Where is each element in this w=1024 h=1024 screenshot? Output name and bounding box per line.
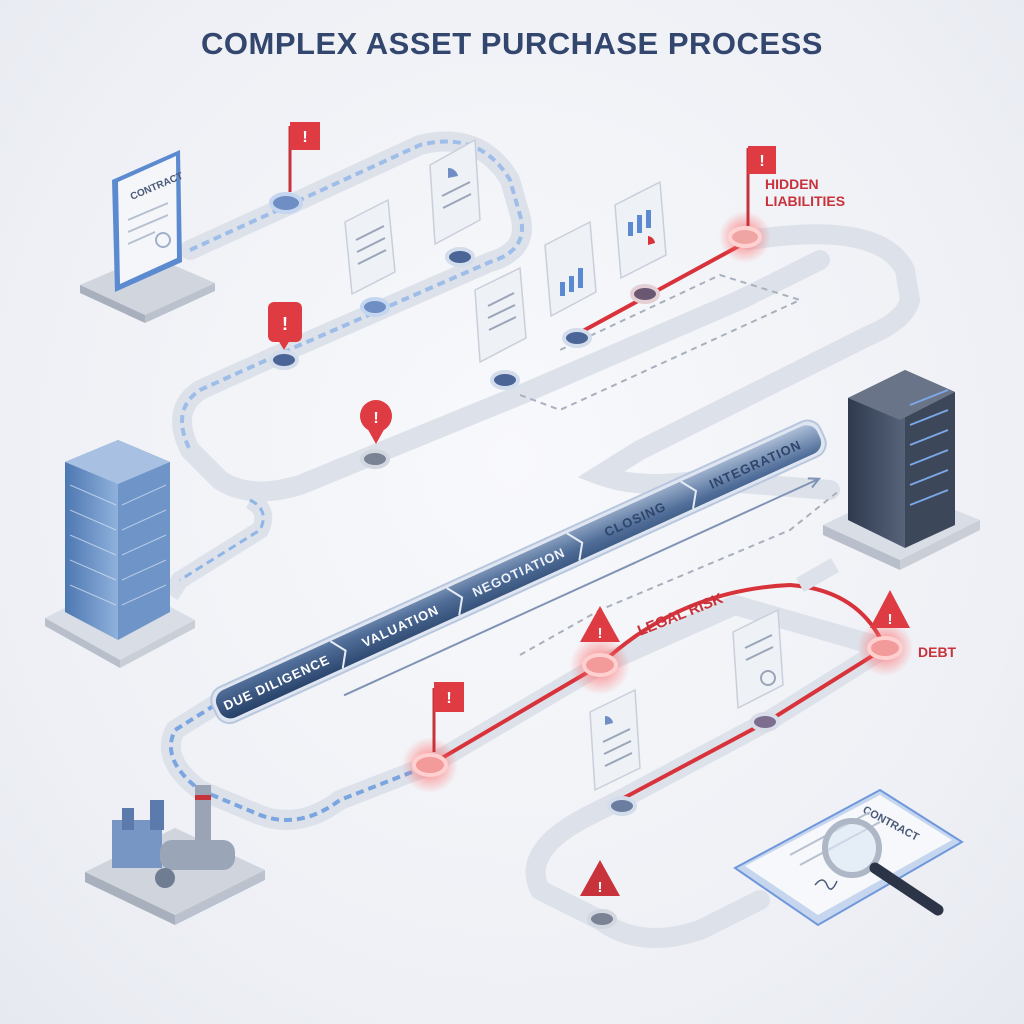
svg-text:!: !	[282, 314, 288, 334]
alert-pin-icon: !	[360, 400, 392, 444]
node	[269, 192, 303, 214]
node	[360, 297, 390, 317]
factory-icon	[85, 785, 265, 925]
node	[607, 796, 637, 816]
magnifier-icon	[822, 818, 944, 916]
top-contract-icon: CONTRACT	[80, 150, 215, 323]
alert-bubble-icon: !	[268, 302, 302, 350]
path-network	[161, 131, 921, 948]
document-icon	[344, 198, 396, 296]
svg-text:!: !	[373, 410, 378, 427]
node-risk	[719, 211, 771, 263]
timeline-arrow	[343, 478, 818, 697]
warning-icon: !	[870, 590, 910, 628]
warning-icon: !	[580, 860, 620, 896]
debt-label: DEBT	[918, 644, 957, 660]
node-risk	[402, 737, 458, 793]
certificate-document-icon	[732, 608, 784, 710]
flag-icon: !	[746, 146, 776, 226]
svg-text:!: !	[598, 879, 603, 896]
page-title: COMPLEX ASSET PURCHASE PROCESS	[201, 26, 823, 61]
flag-icon: !	[288, 122, 320, 192]
server-rack-icon	[823, 370, 980, 570]
node	[587, 909, 617, 929]
warning-icon: !	[580, 606, 620, 642]
document-icon	[589, 688, 641, 792]
node	[490, 370, 520, 390]
svg-text:!: !	[888, 611, 893, 628]
document-icon	[474, 266, 527, 364]
node-risk	[570, 635, 630, 695]
chart-document-icon	[614, 180, 667, 280]
node	[562, 328, 592, 348]
stage-separators	[329, 480, 698, 669]
hidden-liabilities-label: HIDDEN LIABILITIES	[765, 176, 845, 210]
office-building-icon	[45, 440, 195, 668]
hidden-liabilities-line2: LIABILITIES	[765, 193, 846, 209]
chart-document-icon	[544, 220, 597, 318]
node	[445, 247, 475, 267]
node	[750, 712, 780, 732]
node-risk	[857, 620, 913, 676]
node	[360, 449, 390, 469]
report-document-icon	[429, 138, 481, 246]
flag-icon: !	[432, 682, 464, 752]
svg-text:!: !	[598, 625, 603, 642]
hidden-liabilities-line1: HIDDEN	[765, 176, 819, 192]
svg-text:!: !	[759, 153, 764, 170]
svg-text:!: !	[302, 129, 307, 146]
node	[630, 284, 660, 304]
node	[269, 350, 299, 370]
svg-text:!: !	[446, 690, 451, 707]
path-nodes	[269, 192, 913, 929]
